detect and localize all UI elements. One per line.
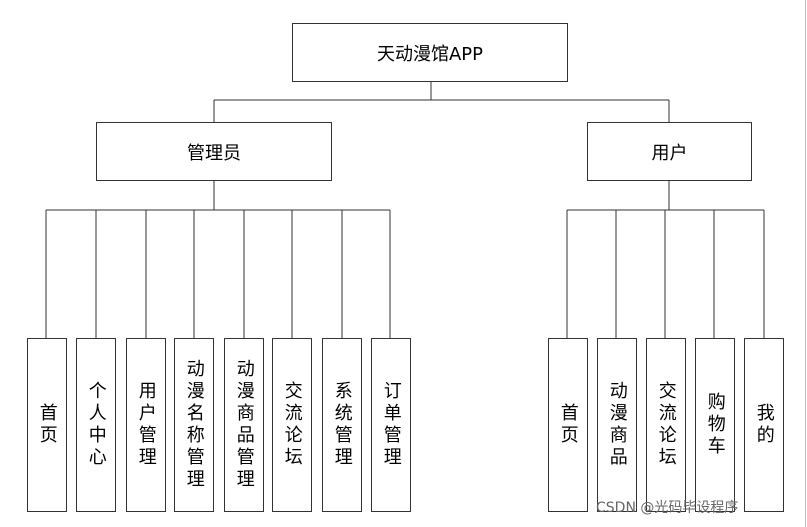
admin-leaf-node: 动漫商品管理 xyxy=(224,338,264,512)
user-leaf-node: 购物车 xyxy=(695,338,735,512)
user-leaf-label: 交流论坛 xyxy=(655,381,677,469)
admin-leaf-label: 首页 xyxy=(36,403,58,447)
admin-leaf-label: 用户管理 xyxy=(135,381,157,469)
admin-leaf-node: 交流论坛 xyxy=(272,338,312,512)
admin-leaf-label: 动漫商品管理 xyxy=(233,359,255,491)
user-leaf-node: 首页 xyxy=(548,338,588,512)
admin-leaf-node: 系统管理 xyxy=(322,338,362,512)
user-leaf-label: 动漫商品 xyxy=(606,381,628,469)
admin-leaf-node: 订单管理 xyxy=(371,338,411,512)
user-leaf-node: 交流论坛 xyxy=(646,338,686,512)
root-node-label: 天动漫馆APP xyxy=(376,43,484,65)
root-node: 天动漫馆APP xyxy=(292,23,568,82)
user-node-label: 用户 xyxy=(651,142,688,164)
admin-leaf-node: 动漫名称管理 xyxy=(174,338,214,512)
admin-leaf-label: 系统管理 xyxy=(331,381,353,469)
user-leaf-node: 动漫商品 xyxy=(597,338,637,512)
admin-leaf-label: 交流论坛 xyxy=(281,381,303,469)
admin-leaf-label: 订单管理 xyxy=(380,381,402,469)
admin-leaf-node: 个人中心 xyxy=(76,338,116,512)
user-leaf-label: 购物车 xyxy=(704,392,726,458)
user-leaf-label: 我的 xyxy=(753,403,775,447)
admin-leaf-label: 动漫名称管理 xyxy=(183,359,205,491)
admin-leaf-label: 个人中心 xyxy=(85,381,107,469)
right-edge-line xyxy=(805,0,806,527)
user-leaf-label: 首页 xyxy=(557,403,579,447)
user-node: 用户 xyxy=(587,122,752,181)
admin-node-label: 管理员 xyxy=(187,142,241,164)
admin-leaf-node: 首页 xyxy=(27,338,67,512)
admin-node: 管理员 xyxy=(96,122,332,181)
admin-leaf-node: 用户管理 xyxy=(126,338,166,512)
watermark-text: CSDN @光码毕设程序 xyxy=(596,500,739,516)
user-leaf-node: 我的 xyxy=(744,338,784,512)
